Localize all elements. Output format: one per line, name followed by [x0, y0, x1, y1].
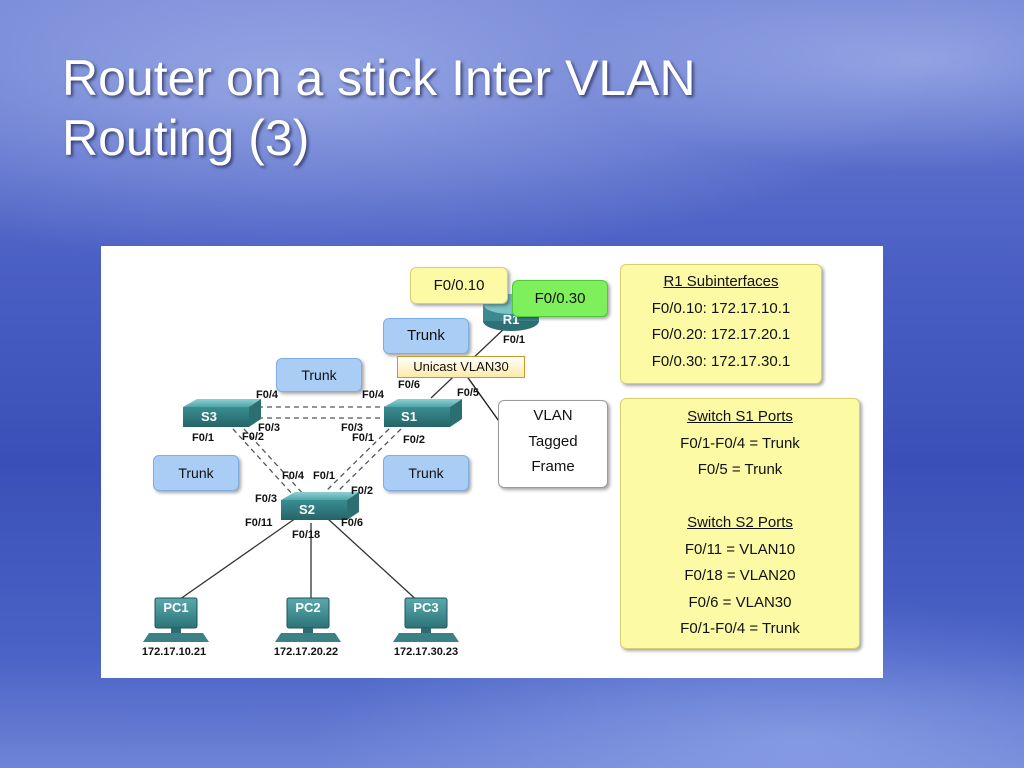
switch-s2-port-line: F0/6 = VLAN30	[688, 593, 792, 611]
port-label: F0/4	[362, 389, 385, 401]
subinterface-callout-f030: F0/0.30	[512, 280, 608, 317]
port-label: F0/3	[255, 493, 278, 505]
subinterface-callout-f010: F0/0.10	[410, 267, 508, 304]
r1-subinterfaces-heading: R1 Subinterfaces	[663, 273, 779, 290]
title-line-2: Routing (3)	[62, 110, 310, 166]
switch-s2-ports-heading: Switch S2 Ports	[687, 514, 793, 531]
port-label: F0/2	[242, 431, 265, 443]
trunk-links	[232, 406, 402, 497]
port-label: F0/1	[352, 432, 375, 444]
port-label: F0/4	[282, 470, 305, 482]
switch-s2-port-line: F0/1-F0/4 = Trunk	[680, 620, 800, 637]
port-label: F0/6	[398, 379, 421, 391]
switch-s2-icon	[281, 492, 359, 520]
pc3-ip: 172.17.30.23	[393, 646, 459, 658]
switch-s1-icon	[384, 399, 462, 427]
switch-s2-label: S2	[299, 502, 315, 517]
pc3-icon	[393, 597, 459, 642]
switch-s3-icon	[183, 399, 261, 427]
r1-subinterface-line: F0/0.10: 172.17.10.1	[651, 299, 791, 317]
switch-s1-ports-heading: Switch S1 Ports	[687, 408, 793, 425]
pc2-icon	[275, 597, 341, 642]
pc1-ip: 172.17.10.21	[141, 646, 207, 658]
vlan-tagged-line: Tagged	[528, 433, 578, 450]
port-label: F0/4	[256, 389, 279, 401]
switch-s2-port-line: F0/11 = VLAN10	[684, 540, 796, 558]
pc1-label: PC1	[163, 600, 189, 615]
switch-ports-box: Switch S1 Ports F0/1-F0/4 = Trunk F0/5 =…	[620, 398, 860, 649]
port-label: F0/2	[403, 434, 426, 446]
port-label: F0/1	[192, 432, 215, 444]
trunk-callout-r1: Trunk	[383, 318, 469, 354]
trunk-callout-s3-s2: Trunk	[153, 455, 239, 491]
switch-s1-port-line: F0/5 = Trunk	[697, 461, 783, 478]
trunk-callout-s3-s1: Trunk	[276, 358, 362, 392]
port-label: F0/1	[313, 470, 336, 482]
pc2-ip: 172.17.20.22	[273, 646, 339, 658]
switch-s3-label: S3	[201, 409, 217, 424]
pc3-label: PC3	[413, 600, 439, 615]
switch-s2-port-line: F0/18 = VLAN20	[684, 567, 796, 584]
r1-subinterface-line: F0/0.30: 172.17.30.1	[651, 352, 791, 370]
r1-subinterfaces-box: R1 Subinterfaces F0/0.10: 172.17.10.1 F0…	[620, 264, 822, 384]
pc1-icon	[143, 597, 209, 642]
port-label: F0/1	[503, 334, 526, 346]
vlan-tagged-line: Frame	[531, 458, 575, 475]
port-label: F0/3	[258, 422, 281, 434]
network-diagram: R1 S3 S1 S2 PC1 PC2 PC3 172.17.10.21 172…	[101, 246, 883, 678]
port-label: F0/3	[341, 422, 364, 434]
vlan-tagged-line: VLAN	[533, 407, 573, 424]
trunk-callout-s1-s2: Trunk	[383, 455, 469, 491]
pc2-label: PC2	[295, 600, 321, 615]
title-line-1: Router on a stick Inter VLAN	[62, 50, 696, 106]
spacer	[621, 484, 859, 511]
port-label: F0/11	[245, 517, 273, 529]
port-label: F0/2	[351, 485, 374, 497]
port-label: F0/6	[341, 517, 364, 529]
slide-title: Router on a stick Inter VLAN Routing (3)	[62, 48, 962, 168]
vlan-tagged-frame-callout: VLAN Tagged Frame	[498, 400, 608, 488]
port-label: F0/18	[292, 529, 321, 541]
switch-s1-label: S1	[401, 409, 417, 424]
r1-subinterface-line: F0/0.20: 172.17.20.1	[651, 326, 791, 343]
switch-s1-port-line: F0/1-F0/4 = Trunk	[680, 434, 800, 452]
port-label: F0/5	[457, 387, 480, 399]
unicast-frame-label: Unicast VLAN30	[397, 356, 525, 378]
